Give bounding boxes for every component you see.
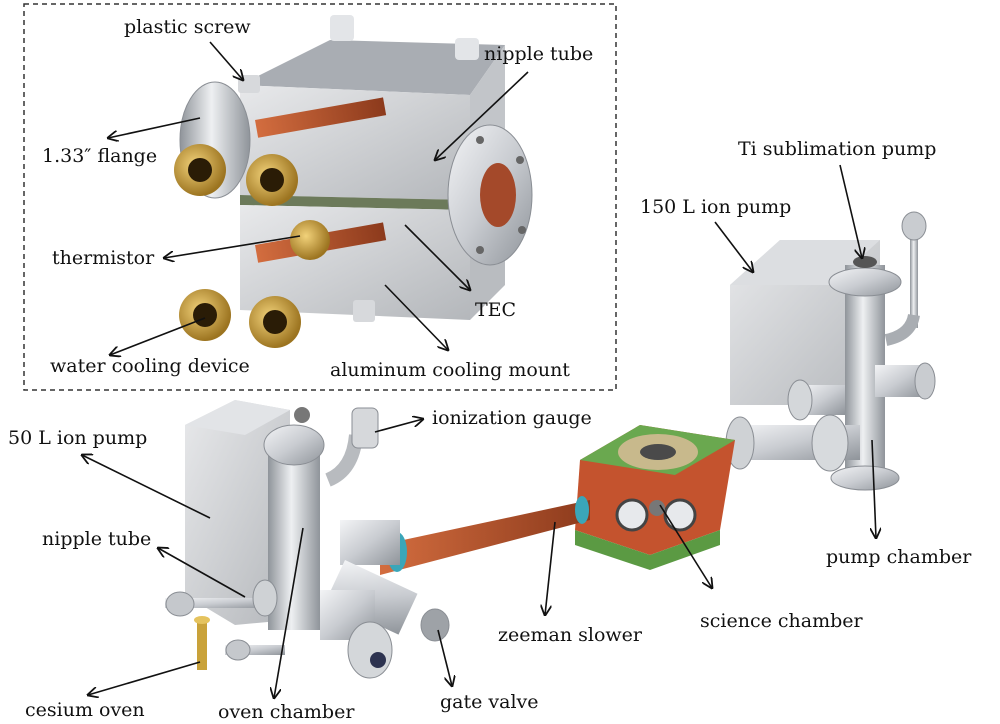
label-plastic-screw: plastic screw	[124, 16, 251, 38]
label-flange: 1.33″ flange	[42, 145, 157, 167]
arrow-thermistor	[164, 235, 301, 258]
arrow-ion-pump-150	[714, 221, 753, 272]
label-ion-pump-50: 50 L ion pump	[8, 427, 147, 449]
label-nipple-tube-inset: nipple tube	[484, 43, 593, 65]
arrow-cesium-oven	[88, 661, 201, 695]
label-thermistor: thermistor	[52, 247, 155, 269]
arrow-water-cooling	[110, 317, 206, 355]
arrow-plastic-screw	[209, 41, 243, 80]
label-oven-chamber: oven chamber	[218, 701, 355, 723]
arrow-nipple-tube-inset	[435, 71, 529, 160]
arrow-ionization-gauge	[374, 419, 423, 433]
arrow-gate-valve	[437, 629, 452, 686]
arrow-pump-chamber	[872, 439, 876, 538]
label-cesium-oven: cesium oven	[25, 699, 145, 721]
label-gate-valve: gate valve	[440, 691, 539, 713]
arrow-ion-pump-50	[82, 455, 211, 519]
arrow-oven-chamber	[274, 527, 304, 698]
arrow-science-chamber	[659, 504, 712, 588]
label-pump-chamber: pump chamber	[826, 546, 972, 568]
label-aluminum-mount: aluminum cooling mount	[330, 359, 570, 381]
arrow-aluminum-mount	[384, 284, 448, 350]
arrow-nipple-tube	[158, 548, 246, 598]
label-water-cooling: water cooling device	[50, 355, 250, 377]
label-ion-pump-150: 150 L ion pump	[640, 196, 791, 218]
tec-assembly-render	[174, 15, 533, 348]
label-nipple-tube: nipple tube	[42, 528, 151, 550]
label-tec: TEC	[475, 299, 516, 321]
arrow-zeeman-slower	[545, 521, 556, 615]
arrow-ti-sublimation-pump	[839, 164, 862, 258]
inset-frame	[23, 3, 617, 391]
vacuum-system-render	[165, 211, 936, 679]
arrow-tec	[404, 224, 470, 290]
label-zeeman-slower: zeeman slower	[498, 624, 643, 646]
label-ionization-gauge: ionization gauge	[432, 407, 592, 429]
label-science-chamber: science chamber	[700, 610, 864, 632]
label-ti-sublimation-pump: Ti sublimation pump	[738, 138, 936, 160]
arrow-flange	[108, 117, 201, 138]
